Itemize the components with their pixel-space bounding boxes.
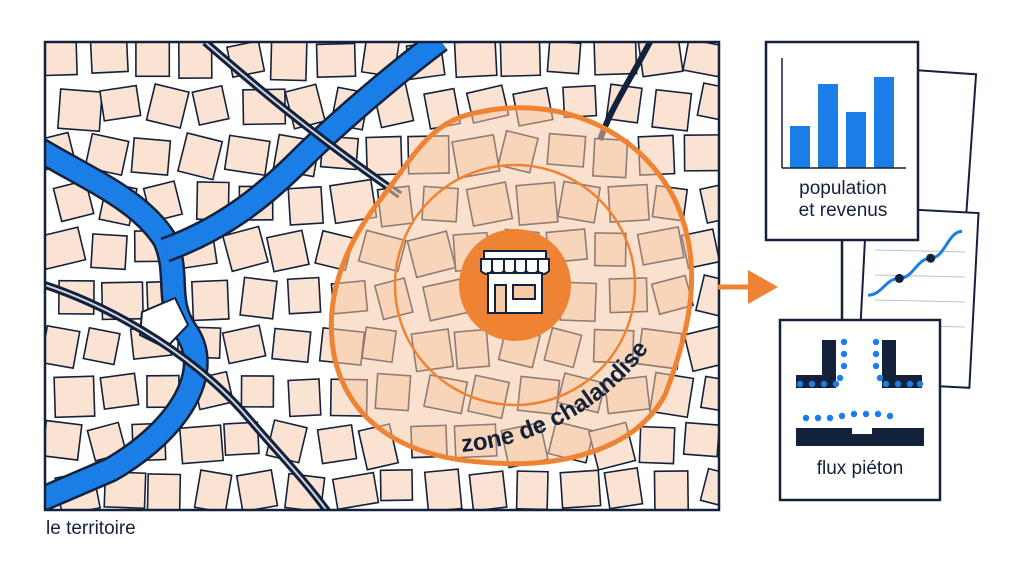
city-block [287,378,322,418]
city-block [190,279,230,322]
city-block [45,324,81,370]
city-block [515,470,549,510]
city-block [235,469,279,510]
trend-point [926,253,936,263]
city-block [603,467,644,510]
city-block [177,42,213,80]
city-block [52,179,95,223]
city-block [699,179,719,225]
population-label: population et revenus [768,178,918,222]
city-block [223,421,260,457]
population-card [764,40,920,242]
pedestrian-flow-icon [796,338,924,446]
trend-points [894,253,936,283]
city-block [223,134,271,177]
city-block [89,42,129,74]
territory-map: zone de chalandise [43,40,721,512]
city-block [546,42,582,75]
city-block [56,88,104,133]
territory-label: le territoire [46,518,136,539]
city-block [239,276,278,320]
city-block [499,42,542,78]
city-block [146,473,182,510]
city-block [328,178,378,225]
city-block [176,132,224,181]
population-bar-chart [790,77,894,168]
city-block [271,327,312,364]
city-block [696,82,719,124]
city-block [559,469,602,509]
city-block [178,424,225,465]
city-block [99,372,140,411]
city-block [468,470,508,510]
city-block [682,42,719,79]
data-panels [764,40,980,502]
city-block [98,84,142,122]
city-block [593,42,638,76]
city-block [45,419,83,461]
pedestrian-flow-card [778,318,942,502]
city-block [135,42,171,78]
city-block [315,42,357,79]
city-block [82,326,121,366]
city-block [221,324,267,365]
city-block [287,185,325,226]
city-block [45,226,87,271]
city-block [269,42,308,82]
population-bar [790,126,810,168]
trend-line [867,229,963,297]
city-block [145,83,190,130]
city-block [331,471,380,510]
city-block [453,42,498,79]
city-block [682,421,719,458]
city-block [699,467,719,510]
city-block [45,42,78,77]
city-block [423,468,463,510]
city-block [221,225,269,273]
city-block [651,88,693,132]
city-block [130,137,172,176]
city-block [365,135,403,176]
trend-point [894,273,904,283]
population-bar [874,77,894,168]
map-frame [43,40,721,512]
population-bar [846,112,866,168]
population-bar [818,84,838,168]
city-block [240,375,275,408]
store-icon [480,250,550,314]
city-block [193,469,233,510]
city-block [694,274,719,321]
city-block [316,423,358,465]
city-block [90,233,128,271]
city-block [379,469,414,502]
catchment-inner-ring [393,163,637,407]
pedestrian-flow-label: flux piéton [816,458,904,479]
city-block [653,470,690,510]
city-block [286,276,322,315]
city-block [683,324,719,373]
city-block [191,84,230,126]
city-block [53,375,96,419]
city-block [638,425,676,465]
population-label-line2: et revenus [798,200,888,221]
arrow-right-icon [718,270,778,304]
population-label-line1: population [799,178,887,199]
city-block [265,229,310,273]
city-block [683,134,719,172]
